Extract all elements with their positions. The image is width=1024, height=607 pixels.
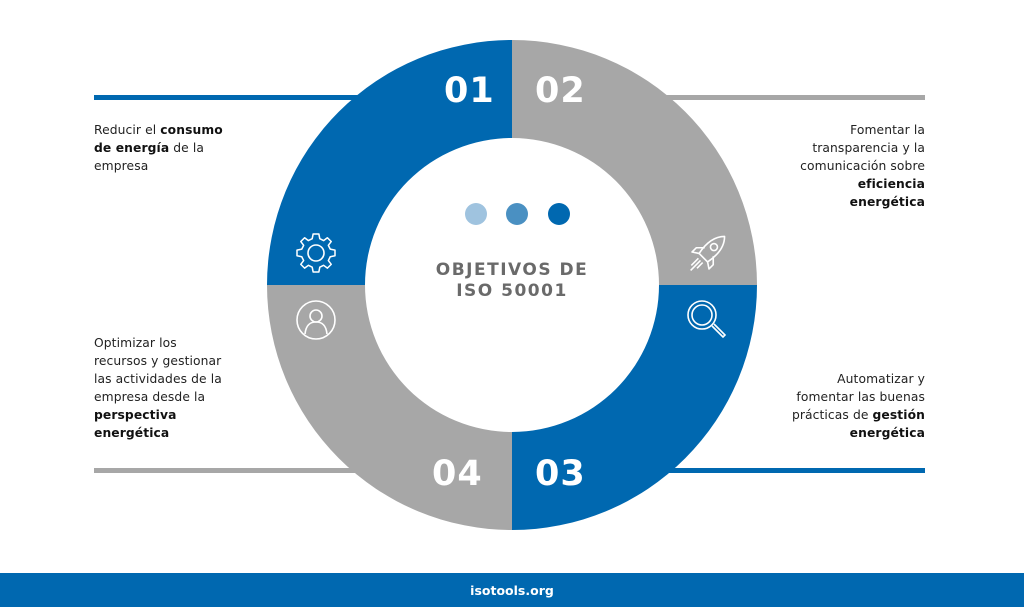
- objective-01-text: Reducir el consumo de energía de la empr…: [94, 123, 223, 173]
- gear-icon: [296, 233, 336, 273]
- connector-line-01: [94, 95, 360, 100]
- segment-number-03: 03: [535, 454, 586, 494]
- objective-02-text: Fomentar la transparencia y la comunicac…: [800, 123, 925, 209]
- connector-line-02: [664, 95, 925, 100]
- diagram-title: OBJETIVOS DE ISO 50001: [412, 260, 612, 302]
- magnifier-icon: [687, 300, 727, 339]
- dot-light: [465, 203, 487, 225]
- segment-number-04: 04: [432, 454, 483, 494]
- connector-line-03: [664, 468, 925, 473]
- segment-number-01: 01: [444, 71, 495, 111]
- dot-mid: [506, 203, 528, 225]
- segment-04: [267, 285, 512, 530]
- dot-dark: [548, 203, 570, 225]
- footer-link[interactable]: isotools.org: [470, 582, 554, 598]
- user-icon: [296, 300, 336, 340]
- segment-01: [267, 40, 512, 285]
- connector-line-04: [94, 468, 360, 473]
- segment-02: [512, 40, 757, 285]
- footer-bar: isotools.org: [0, 573, 1024, 607]
- diagram-title-line1: OBJETIVOS DE: [435, 260, 589, 280]
- segment-03: [512, 285, 757, 530]
- diagram-title-line2: ISO 50001: [456, 281, 568, 301]
- objective-03-text: Automatizar y fomentar las buenas prácti…: [791, 372, 925, 440]
- segment-number-02: 02: [535, 71, 586, 111]
- rocket-icon: [690, 235, 726, 271]
- objective-04-text: Optimizar los recursos y gestionar las a…: [94, 336, 222, 440]
